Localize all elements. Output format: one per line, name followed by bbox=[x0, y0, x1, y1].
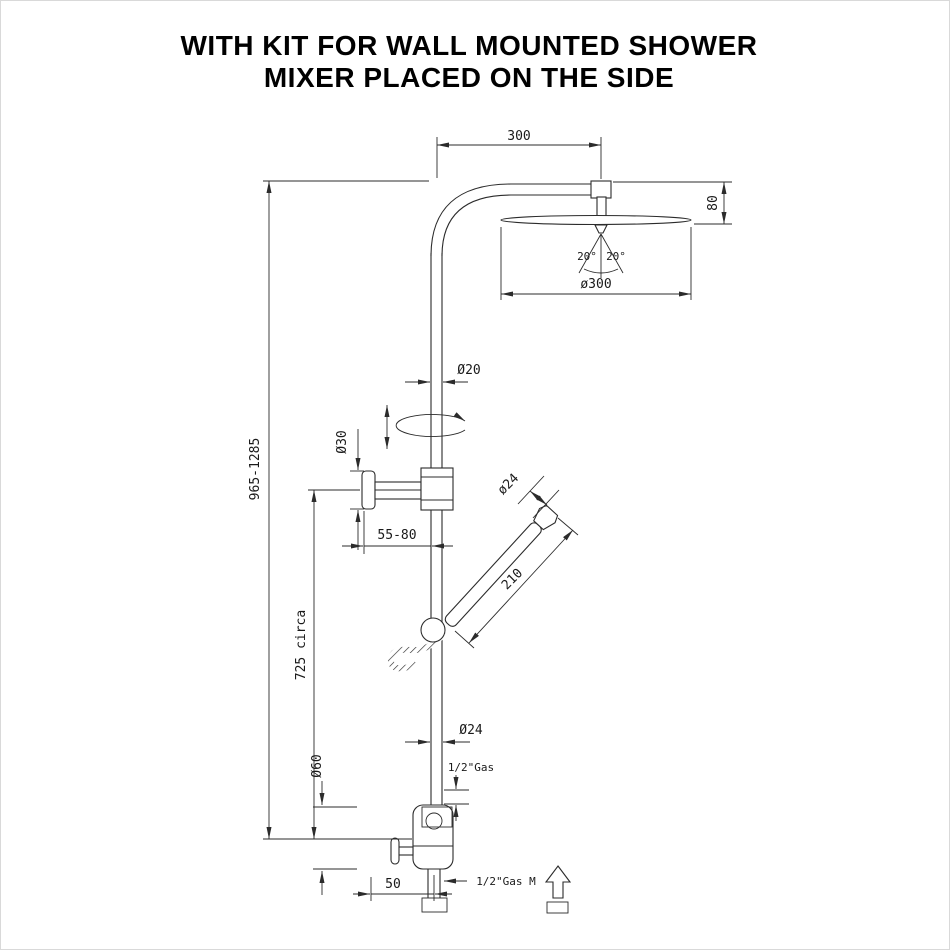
angle-arc bbox=[583, 268, 619, 274]
wand-body bbox=[444, 522, 542, 627]
dim-total-height-label: 965-1285 bbox=[248, 438, 263, 501]
dim-handshower-diameter-label: ø24 bbox=[495, 471, 522, 498]
dim-lower-height: 725 circa bbox=[294, 489, 360, 839]
title-line-2: MIXER PLACED ON THE SIDE bbox=[264, 62, 674, 93]
overhead-shower-head bbox=[500, 214, 692, 226]
dimension-line bbox=[468, 529, 574, 644]
dim-head-drop-label: 80 bbox=[706, 195, 721, 211]
dim-head-diameter-label: ø300 bbox=[580, 277, 611, 292]
witness-line bbox=[454, 630, 475, 649]
supply-hatch-block bbox=[546, 901, 569, 914]
dim-handshower-length: 210 bbox=[454, 517, 579, 649]
dim-top-width-label: 300 bbox=[507, 129, 530, 144]
pipe-collar bbox=[420, 467, 454, 511]
mixer-body bbox=[390, 804, 454, 913]
dim-head-diameter: ø300 bbox=[500, 227, 692, 300]
curved-arm-outer bbox=[430, 183, 592, 257]
hand-shower-wand bbox=[444, 504, 559, 627]
dim-bracket-flange: Ø30 bbox=[335, 429, 364, 550]
dim-mixer-diameter-label: Ø60 bbox=[310, 754, 325, 777]
dim-inlet-thread-label: 1/2"Gas bbox=[448, 761, 494, 774]
mixer-handle-stem bbox=[397, 846, 414, 856]
head-nut bbox=[594, 224, 608, 234]
dim-inlet-thread: 1/2"Gas bbox=[444, 761, 494, 821]
dim-outlet-thread: 1/2"Gas M bbox=[444, 875, 536, 888]
shower-hose bbox=[387, 630, 448, 672]
angle-line-right bbox=[600, 233, 624, 274]
dim-lower-pipe-diameter-label: Ø24 bbox=[459, 723, 483, 738]
dim-spray-angle: 20° 20° bbox=[577, 233, 626, 278]
head-connector-stem bbox=[596, 196, 607, 217]
up-arrow-icon bbox=[544, 865, 572, 899]
mixer-handle-knob bbox=[390, 837, 400, 865]
wall-bracket-arm bbox=[374, 481, 422, 500]
title-line-1: WITH KIT FOR WALL MOUNTED SHOWER bbox=[181, 30, 758, 61]
wall-bracket-flange bbox=[361, 470, 376, 510]
dim-wall-clearance-label: 55-80 bbox=[377, 528, 416, 543]
rotation-indicator bbox=[395, 412, 466, 437]
witness-line bbox=[517, 475, 545, 505]
dim-lower-pipe-diameter: Ø24 bbox=[405, 723, 483, 745]
dimension-line bbox=[529, 490, 548, 506]
curved-arm-inner bbox=[441, 194, 592, 257]
dim-handle-offset-label: 50 bbox=[385, 877, 401, 892]
dim-head-drop: 80 bbox=[613, 181, 732, 225]
dim-top-width: 300 bbox=[436, 129, 602, 179]
witness-line bbox=[557, 517, 579, 536]
mixer-top-detail bbox=[421, 806, 453, 828]
mixer-housing bbox=[412, 804, 454, 870]
dim-mixer-diameter: Ø60 bbox=[310, 754, 357, 895]
dim-handle-offset: 50 bbox=[353, 875, 452, 901]
supply-symbol bbox=[544, 865, 572, 914]
mixer-cartridge-circle bbox=[425, 812, 443, 830]
dim-bracket-flange-label: Ø30 bbox=[335, 430, 350, 453]
dim-angle-right-label: 20° bbox=[606, 250, 626, 263]
wand-holder bbox=[420, 617, 446, 643]
dim-wall-clearance: 55-80 bbox=[342, 511, 453, 554]
dim-lower-height-label: 725 circa bbox=[294, 610, 309, 680]
dim-angle-left-label: 20° bbox=[577, 250, 597, 263]
outlet-thread-hatch bbox=[421, 897, 448, 913]
dim-pipe-diameter: Ø20 bbox=[405, 363, 481, 385]
shower-column bbox=[361, 180, 692, 914]
dim-pipe-diameter-label: Ø20 bbox=[457, 363, 480, 378]
dim-outlet-thread-label: 1/2"Gas M bbox=[476, 875, 536, 888]
head-connector-block bbox=[590, 180, 612, 199]
dim-total-height: 965-1285 bbox=[248, 180, 429, 840]
angle-line-left bbox=[578, 233, 602, 274]
